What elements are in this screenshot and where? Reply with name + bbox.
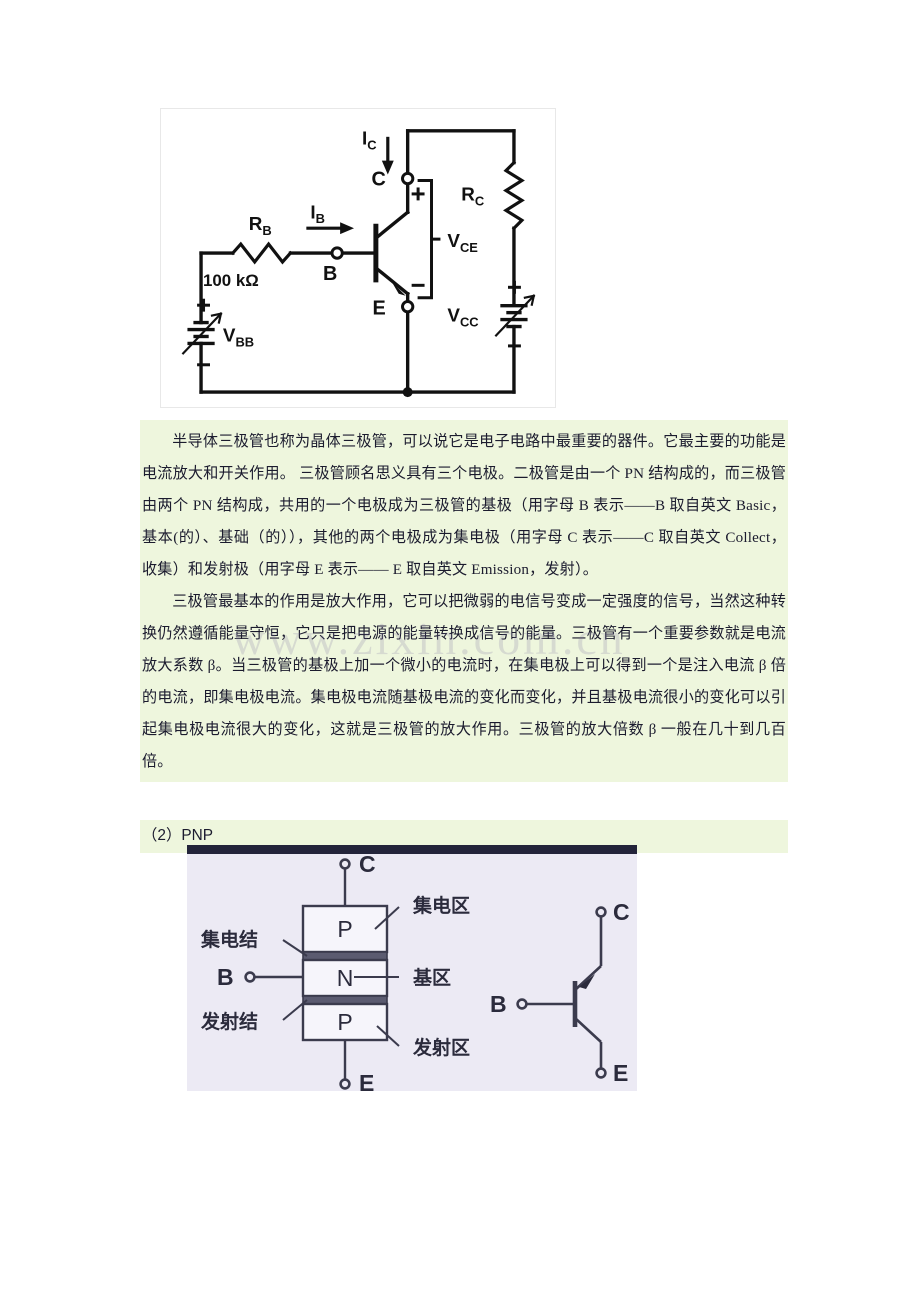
- collector-junction-label: 集电结: [200, 928, 258, 951]
- vce-bracket: [417, 179, 441, 300]
- emitter-terminal-node-left: [339, 1078, 351, 1090]
- pnp-structure-figure: P N P C E B 集电区 集电结 基区 发射结 发射区: [187, 845, 637, 1091]
- pnp-structure-svg: P N P C E B 集电区 集电结 基区 发射结 发射区: [187, 854, 637, 1091]
- bottom-rail-junction-dot: [402, 387, 413, 398]
- pnp-symbol: [527, 916, 603, 1070]
- emitter-region-label: 发射区: [412, 1036, 470, 1059]
- vbb-label: VBB: [223, 324, 254, 349]
- base-label: B: [323, 263, 337, 285]
- layer-p-collector: [301, 904, 389, 954]
- layer-top-letter: P: [337, 916, 352, 942]
- ic-label: IC: [362, 128, 377, 153]
- body-text-block: 半导体三极管也称为晶体三极管，可以说它是电子电路中最重要的器件。它最主要的功能是…: [140, 420, 788, 782]
- ib-label: IB: [310, 201, 325, 226]
- rc-label: RC: [461, 183, 484, 208]
- figure2-top-bar: [187, 845, 637, 854]
- base-terminal-letter-left: B: [217, 964, 234, 990]
- layer-p-emitter: [301, 1002, 389, 1042]
- collector-terminal-node: [401, 171, 415, 186]
- emitter-label: E: [373, 298, 386, 320]
- collector-junction-band: [302, 951, 388, 961]
- collector-terminal-node-right: [595, 906, 607, 918]
- base-terminal-node-right: [516, 998, 528, 1010]
- npn-bias-circuit-figure: IC IB C B E RB 100 kΩ RC VCE: [160, 108, 556, 408]
- base-terminal-letter-right: B: [490, 991, 507, 1017]
- emitter-terminal-node: [401, 300, 415, 314]
- emitter-junction-label: 发射结: [200, 1010, 258, 1033]
- ib-current-arrow: [306, 222, 355, 235]
- vcc-label: VCC: [447, 305, 478, 330]
- collector-terminal-node-left: [339, 858, 351, 870]
- rb-label: RB: [249, 213, 272, 238]
- layer-bottom-letter: P: [337, 1009, 352, 1035]
- base-region-label: 基区: [412, 966, 451, 989]
- emitter-terminal-letter-left: E: [359, 1070, 374, 1091]
- emitter-terminal-node-right: [595, 1067, 607, 1079]
- rb-value-label: 100 kΩ: [203, 271, 259, 290]
- npn-bias-circuit-svg: IC IB C B E RB 100 kΩ RC VCE: [181, 128, 536, 398]
- ic-current-arrow: [381, 136, 394, 175]
- pnp-emitter-arrow: [579, 974, 595, 989]
- collector-terminal-letter-right: C: [613, 899, 630, 925]
- polarity-signs: [197, 187, 521, 367]
- base-terminal-node-left: [244, 971, 256, 983]
- paragraph-1: 半导体三极管也称为晶体三极管，可以说它是电子电路中最重要的器件。它最主要的功能是…: [142, 434, 786, 578]
- vce-label: VCE: [447, 230, 478, 255]
- base-terminal-node: [330, 246, 344, 260]
- collector-label: C: [371, 168, 385, 190]
- emitter-junction-band: [302, 995, 388, 1005]
- paragraph-2: 三极管最基本的作用是放大作用，它可以把微弱的电信号变成一定强度的信号，当然这种转…: [142, 594, 786, 770]
- layer-mid-letter: N: [337, 965, 354, 991]
- callout-leader-lines: [282, 906, 400, 1047]
- collector-region-label: 集电区: [412, 894, 470, 917]
- emitter-terminal-letter-right: E: [613, 1060, 628, 1086]
- collector-terminal-letter-left: C: [359, 854, 376, 877]
